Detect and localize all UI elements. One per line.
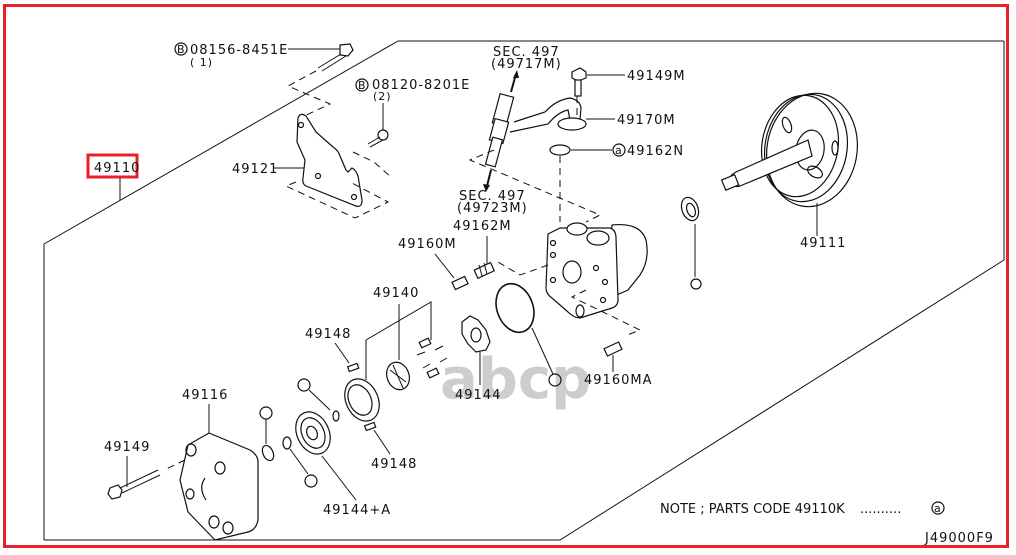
label-49111[interactable]: 49111 (800, 236, 846, 251)
bolt-upper-callout[interactable]: B 08156-8451E ( 1) (174, 42, 288, 69)
watermark: abcp (440, 347, 591, 412)
leader-oring-small (289, 448, 309, 475)
oring-small-icon (282, 436, 292, 450)
bracket-dashline-2 (352, 151, 393, 179)
bolt-49149-icon (107, 469, 161, 500)
cam-ring-icon (344, 378, 380, 422)
leader-49140-bracket (365, 301, 432, 341)
b-symbol-text: B (177, 43, 186, 56)
bolt-upper-qty: ( 1) (190, 56, 213, 69)
a-symbol-text: a (934, 502, 942, 515)
label-49160m[interactable]: 49160M (398, 237, 457, 252)
spring-49162m-icon (473, 261, 496, 280)
label-49148-lower[interactable]: 49148 (371, 457, 417, 472)
plug-49160m-icon (451, 275, 469, 291)
arrow-down-icon (483, 169, 492, 192)
a-symbol-text: a (615, 144, 623, 157)
label-49144a[interactable]: 49144+A (323, 503, 391, 518)
vanes-icon (416, 337, 448, 379)
a-symbol-icon (297, 378, 311, 392)
plate-49144-icon (461, 315, 491, 353)
label-49144[interactable]: 49144 (455, 388, 501, 403)
label-49162n[interactable]: 49162N (627, 144, 684, 159)
sec-upper-line2: (49717M) (491, 57, 562, 72)
pump-body-icon (545, 222, 648, 319)
parts-code-note: NOTE ; PARTS CODE 49110K .......... a (660, 501, 945, 517)
note-text: NOTE ; PARTS CODE 49110K (660, 502, 845, 517)
bolt-bracket-callout[interactable]: B 08120-8201E (2) (355, 78, 470, 103)
assembly-label-highlight (86, 153, 139, 179)
pin-49148-lower-icon (363, 421, 377, 432)
a-symbol-icon (931, 501, 945, 515)
hose-icon (484, 92, 587, 168)
label-49116[interactable]: 49116 (182, 388, 228, 403)
bolt-upper-dashline (286, 70, 332, 119)
sec-lower-line1: SEC. 497 (459, 189, 526, 204)
leader-oring-large (531, 327, 554, 375)
label-49110[interactable]: 49110 (94, 161, 140, 176)
label-49149m[interactable]: 49149M (627, 69, 686, 84)
oring-49162n-icon (549, 144, 571, 156)
arrow-up-icon (510, 70, 519, 93)
bolt-49149m-icon (571, 67, 587, 97)
diagram-code: J49000F9 (924, 531, 994, 546)
a-symbol-icon (304, 474, 318, 488)
sec-upper-callout[interactable]: SEC. 497 (49717M) (491, 45, 562, 72)
label-49121[interactable]: 49121 (232, 162, 278, 177)
label-49162m[interactable]: 49162M (453, 219, 512, 234)
leader-oring-upper (308, 389, 331, 411)
bolt-bracket-code: 08120-8201E (372, 78, 470, 93)
b-symbol-text: B (358, 79, 367, 92)
sec-lower-callout[interactable]: SEC. 497 (49723M) (457, 189, 528, 216)
sec-lower-line2: (49723M) (457, 201, 528, 216)
assembly-outline-right (44, 41, 1005, 541)
pump-dashline-2 (497, 261, 549, 276)
pulley-49111-icon (720, 92, 859, 208)
pump-dashline (570, 289, 642, 337)
diagram-frame (3, 4, 1009, 548)
bolt-bracket-icon (367, 129, 389, 148)
bracket-hole (297, 121, 305, 129)
a-symbol-icon (548, 373, 562, 387)
pin-49148-upper-icon (346, 362, 360, 373)
a-symbol-icon (259, 406, 273, 420)
oring-large-icon (495, 282, 535, 334)
oring-tiny-icon (332, 410, 340, 422)
cover-dashline (163, 459, 186, 471)
label-49148-upper[interactable]: 49148 (305, 327, 351, 342)
bracket-hole (314, 172, 322, 180)
leader-49160m (434, 253, 455, 279)
bracket-hole (350, 193, 358, 201)
plate-49144a-icon (295, 411, 331, 455)
bolt-upper-icon (317, 43, 354, 72)
bolt-bracket-qty: (2) (373, 90, 392, 103)
a-symbol-icon (690, 278, 702, 290)
b-symbol-icon (174, 42, 188, 56)
label-49149[interactable]: 49149 (104, 440, 150, 455)
bolt-upper-code: 08156-8451E (190, 43, 288, 58)
leader-49148-upper (334, 342, 350, 364)
assembly-outline-left (43, 40, 399, 540)
note-leader: .......... (860, 502, 901, 517)
label-49140[interactable]: 49140 (373, 286, 419, 301)
label-49170m[interactable]: 49170M (617, 113, 676, 128)
bracket-dashline (284, 181, 390, 219)
leader-49144a (321, 455, 357, 501)
cover-49116-icon (179, 432, 259, 541)
b-symbol-icon (355, 78, 369, 92)
a-symbol-icon (612, 143, 626, 157)
plug-49160ma-icon (603, 341, 623, 357)
seal-icon (680, 196, 700, 222)
rotor-icon (386, 361, 410, 391)
leader-49148-lower (373, 429, 391, 455)
seal-small-icon (261, 444, 275, 462)
hose-dashline (468, 149, 602, 223)
sec-upper-line1: SEC. 497 (493, 45, 560, 60)
label-49160ma[interactable]: 49160MA (584, 373, 652, 388)
bracket-49121-icon (296, 113, 363, 207)
